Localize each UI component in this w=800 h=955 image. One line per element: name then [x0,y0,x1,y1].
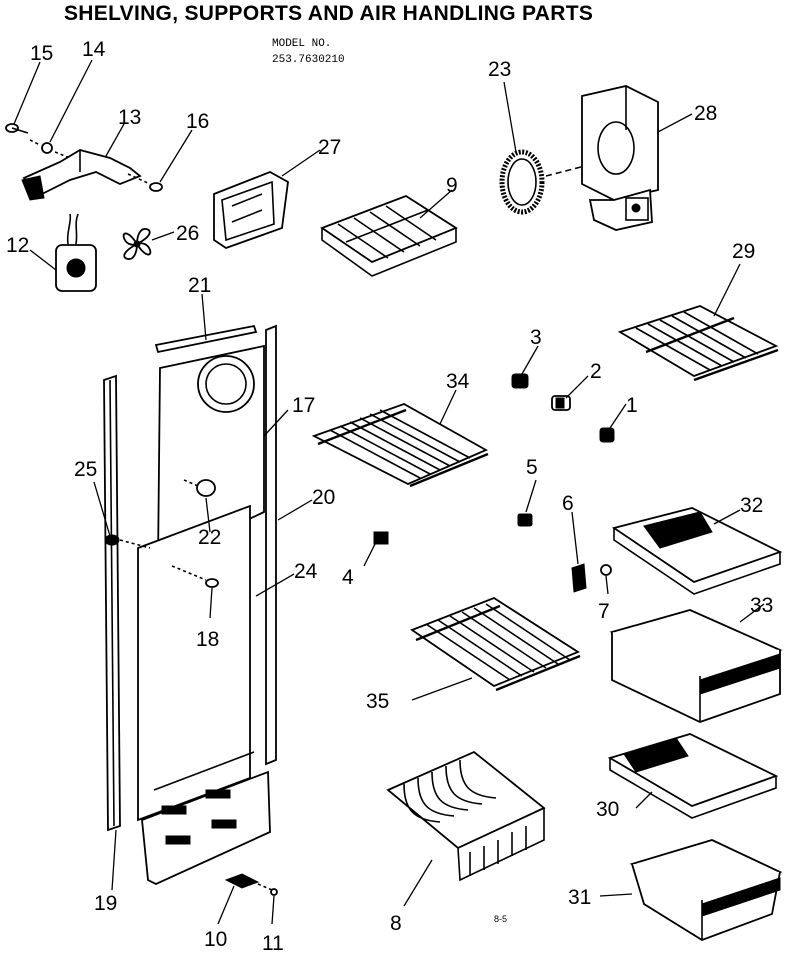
callout-17: 17 [292,394,315,417]
leader-lines [13,59,765,925]
callout-34: 34 [446,370,470,393]
part-20-right-rail [265,324,277,766]
part-16-screw [127,173,163,192]
callout-33: 33 [750,594,773,617]
part-34-wire-shelf [311,403,489,488]
part-5-clip [517,513,533,527]
callout-32: 32 [740,494,763,517]
model-label: MODEL NO. [272,38,331,50]
part-15-screw [5,123,29,134]
part-2-clip [551,395,571,411]
callout-11: 11 [262,932,284,955]
part-11-screw [257,883,278,896]
callout-15: 15 [30,42,53,65]
callout-26: 26 [176,222,199,245]
model-number: 253.7630210 [272,54,345,66]
part-22-plug-button [183,479,216,497]
part-17-rear-panel [157,344,265,564]
part-7-screw [600,564,612,576]
part-10-clip [224,873,260,889]
part-8-wire-basket [386,750,546,882]
callout-numbers: 15 14 13 16 12 26 27 9 23 28 29 21 17 34… [6,38,773,955]
callout-22: 22 [198,526,221,549]
callout-20: 20 [312,486,335,509]
callout-18: 18 [196,628,219,651]
callout-8: 8 [390,912,402,935]
callout-19: 19 [94,892,117,915]
part-1-clip [599,427,615,443]
part-26-fan-blade [122,228,152,260]
footer-code: 8-5 [494,914,507,924]
part-25-clip [104,534,151,549]
callout-31: 31 [568,886,591,909]
part-30-crisper-cover [607,733,779,819]
callout-23: 23 [488,58,511,81]
callout-14: 14 [82,38,106,61]
callout-4: 4 [342,566,354,589]
callout-13: 13 [118,106,141,129]
callout-7: 7 [598,600,610,623]
part-35-wire-shelf [410,596,581,692]
callout-2: 2 [590,360,602,383]
part-31-meat-pan [629,839,783,941]
part-9-ice-tray [320,194,458,277]
part-19-left-rail [103,374,121,832]
callout-28: 28 [694,102,717,125]
part-14-washer [29,139,71,159]
part-27-air-grille [213,171,289,249]
callout-30: 30 [596,798,619,821]
callout-3: 3 [530,326,542,349]
callout-21: 21 [188,274,211,297]
callout-35: 35 [366,690,389,713]
callout-6: 6 [562,492,574,515]
part-3-clip [511,373,529,389]
part-4-shelf-clip [373,531,389,545]
callout-29: 29 [732,240,755,263]
part-13-bracket [21,149,142,201]
callout-16: 16 [186,110,209,133]
diagram-title: SHELVING, SUPPORTS AND AIR HANDLING PART… [64,2,593,25]
part-18-screw [171,565,219,588]
part-12-fan-motor [55,213,97,292]
callout-1: 1 [626,394,638,417]
callout-5: 5 [526,456,538,479]
callout-24: 24 [294,560,318,583]
part-29-wire-shelf [617,305,779,382]
part-24-lower-panel [137,504,271,885]
callout-12: 12 [6,234,29,257]
callout-10: 10 [204,928,227,951]
part-33-crisper-drawer [609,609,783,723]
part-28-fan-housing [581,85,659,231]
callout-9: 9 [446,174,458,197]
part-6-clip [571,563,587,593]
part-23-fan-shroud-ring [499,149,601,215]
callout-25: 25 [74,458,97,481]
part-32-crisper-cover [611,507,783,595]
callout-27: 27 [318,136,341,159]
